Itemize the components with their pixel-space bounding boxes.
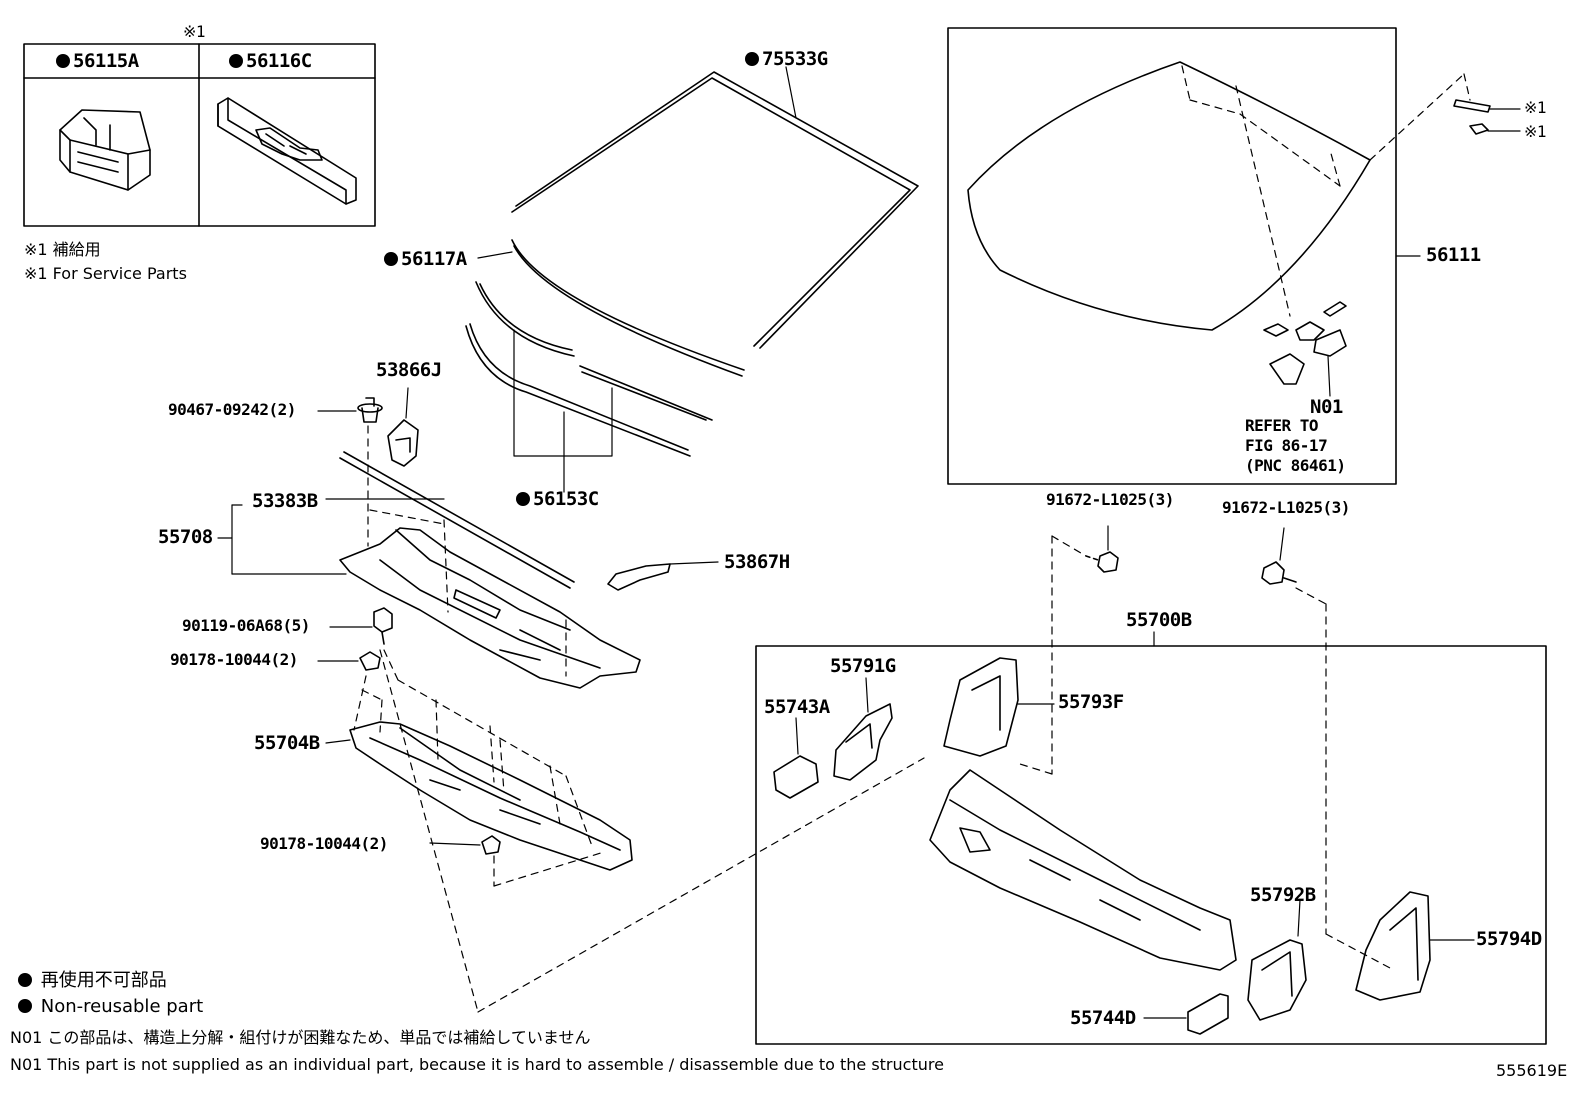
bracket-55744D-drawing [1143,993,1229,1035]
refer-line-1: REFER TO [1245,416,1319,435]
legend-nonreusable-en: Non-reusable part [18,998,203,1016]
part-label-53383B: 53383B [252,490,318,512]
guide-lines-right [1019,535,1391,969]
panel-assembly-box [755,631,1547,1045]
bolt-90119-drawing [329,607,393,645]
part-label-56115A: 56115A [56,52,139,71]
inset-header-mark: ※1 [183,22,206,41]
cowl-side-panel-drawing [929,769,1237,971]
nonreusable-dot-icon [18,973,32,987]
refer-line-2: FIG 86-17 [1245,436,1328,455]
bracket-55791G-drawing [833,677,893,781]
service-note-jp: ※1 補給用 [24,240,101,259]
clip-56116C-drawing [217,97,357,205]
legend-n01-jp: N01 この部品は、構造上分解・組付けが困難なため、単品では補給していません [10,1028,591,1047]
part-label-75533G: 75533G [745,50,828,69]
moulding-56153C-drawing [465,281,713,493]
service-mark-1: ※1 [1524,98,1547,117]
part-label-55708: 55708 [158,526,213,548]
nonreusable-dot-icon [229,54,243,68]
part-label-55743A: 55743A [764,696,830,718]
clip-53866J-drawing [387,387,419,467]
cowl-panel-55704B-drawing [325,721,633,871]
glass-accessories-drawing [1263,99,1521,397]
nonreusable-dot-icon [516,492,530,506]
seal-53383B-drawing [325,451,575,589]
part-label-55791G: 55791G [830,655,896,677]
weatherstrip-75533G-drawing [511,66,919,349]
part-label-90467: 90467-09242(2) [168,400,296,419]
service-mark-2: ※1 [1524,122,1547,141]
part-label-90178a: 90178-10044(2) [170,650,298,669]
part-label-55700B: 55700B [1126,609,1192,631]
part-label-56117A: 56117A [384,250,467,269]
nut-90178a-drawing [317,651,381,671]
bracket-55794D-drawing [1355,891,1475,1001]
service-note-en: ※1 For Service Parts [24,264,187,283]
nonreusable-dot-icon [384,252,398,266]
legend-nonreusable-jp: 再使用不可部品 [18,972,167,990]
clip-90467-drawing [317,397,383,423]
moulding-56117A-drawing [477,239,745,377]
part-label-53867H: 53867H [724,551,790,573]
nonreusable-dot-icon [18,999,32,1013]
bolt-91672a-drawing [1085,525,1119,573]
part-label-55704B: 55704B [254,732,320,754]
legend-n01-en: N01 This part is not supplied as an indi… [10,1055,944,1074]
part-label-55794D: 55794D [1476,928,1542,950]
nonreusable-dot-icon [56,54,70,68]
clip-56115A-drawing [59,109,151,191]
part-label-91672a: 91672-L1025(3) [1046,490,1174,509]
part-label-91672b: 91672-L1025(3) [1222,498,1350,517]
n01-label: N01 [1310,396,1343,418]
part-label-90119: 90119-06A68(5) [182,616,310,635]
part-label-53866J: 53866J [376,359,442,381]
guide-lines-left [353,425,925,1013]
part-label-55793F: 55793F [1058,691,1124,713]
bracket-55792B-drawing [1247,899,1307,1021]
refer-line-3: (PNC 86461) [1245,456,1346,475]
part-label-56116C: 56116C [229,52,312,71]
bracket-55793F-drawing [943,657,1055,757]
part-label-90178b: 90178-10044(2) [260,834,388,853]
bracket-55743A-drawing [773,717,819,799]
bracket-53867H-drawing [607,561,719,591]
nonreusable-dot-icon [745,52,759,66]
part-label-56111: 56111 [1426,244,1481,266]
cowl-top-55708-drawing [217,504,641,689]
inset-box [23,43,376,227]
part-label-55792B: 55792B [1250,884,1316,906]
part-label-56153C: 56153C [516,490,599,509]
nut-90178b-drawing [429,835,501,855]
diagram-id: 555619E [1496,1061,1568,1080]
bolt-91672b-drawing [1261,527,1297,585]
glass-box [947,27,1421,485]
part-label-55744D: 55744D [1070,1007,1136,1029]
glass-box-dashes [1181,65,1471,317]
